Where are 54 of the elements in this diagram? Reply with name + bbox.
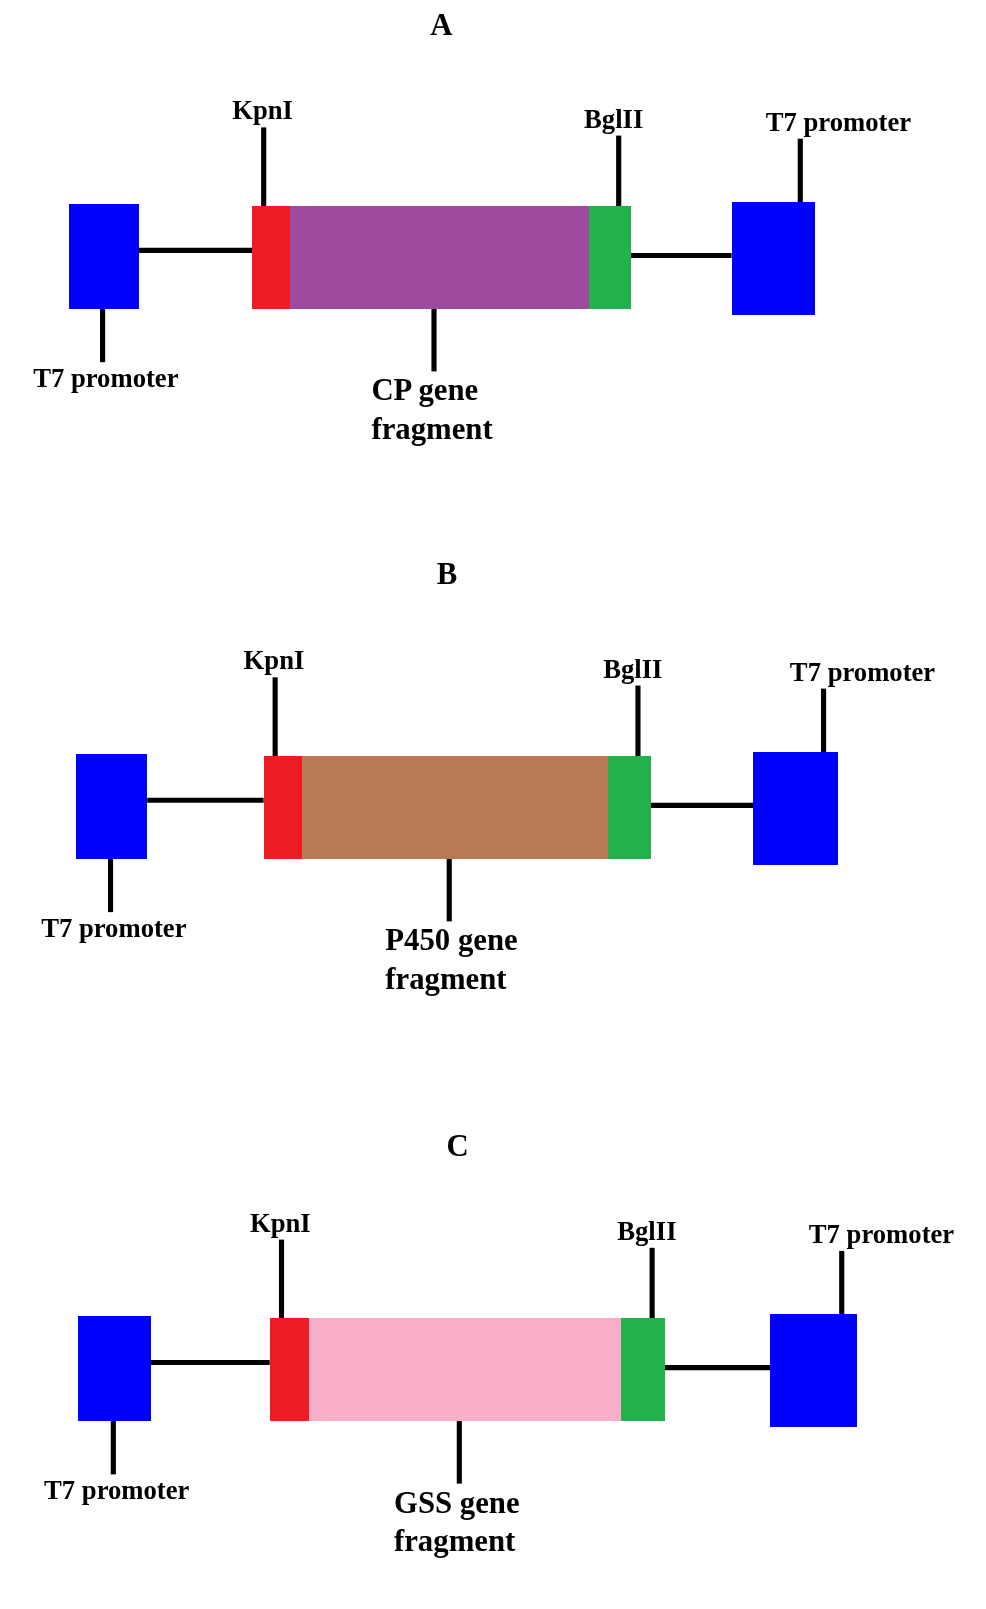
promoter-box: [731, 202, 815, 315]
leader-line: [446, 858, 452, 922]
leader-line: [821, 688, 827, 753]
feature-label: T7 promoter: [765, 105, 912, 139]
feature-label: KpnI: [249, 1206, 311, 1240]
gene-fragment-box: [309, 1318, 622, 1421]
promoter-box: [68, 204, 139, 309]
connector-line: [150, 1360, 270, 1366]
feature-label: T7 promoter: [33, 362, 179, 396]
gene-label: GSS gene fragment: [393, 1483, 574, 1561]
feature-label: T7 promoter: [808, 1217, 955, 1252]
leader-line: [456, 1421, 462, 1484]
feature-label: BglII: [603, 652, 663, 686]
panel-label: A: [430, 7, 453, 45]
panel-label: B: [436, 556, 458, 594]
gene-label: CP gene fragment: [371, 371, 551, 449]
gene-fragment-box: [302, 756, 608, 859]
restriction-site-box: [263, 756, 303, 859]
restriction-site-box: [588, 206, 631, 309]
leader-line: [839, 1250, 845, 1315]
connector-line: [631, 252, 732, 259]
feature-label: BglII: [584, 102, 644, 136]
leader-line: [278, 1239, 285, 1319]
leader-line: [797, 138, 803, 203]
feature-label: KpnI: [232, 94, 293, 128]
restriction-site-box: [607, 756, 651, 859]
restriction-site-box: [269, 1318, 310, 1421]
feature-label: T7 promoter: [789, 655, 936, 689]
connector-line: [665, 1365, 770, 1371]
promoter-box: [753, 752, 839, 865]
leader-line: [616, 135, 622, 207]
gene-fragment-box: [290, 206, 589, 309]
connector-line: [650, 802, 754, 808]
feature-label: T7 promoter: [44, 1474, 190, 1508]
restriction-site-box: [621, 1318, 665, 1421]
promoter-box: [77, 1316, 151, 1421]
feature-label: T7 promoter: [41, 912, 187, 946]
feature-label: KpnI: [243, 644, 305, 678]
leader-line: [272, 677, 278, 757]
leader-line: [635, 685, 641, 757]
leader-line: [261, 127, 267, 207]
leader-line: [110, 1421, 116, 1475]
restriction-site-box: [252, 206, 291, 309]
leader-line: [649, 1247, 655, 1319]
leader-line: [107, 858, 114, 913]
leader-line: [431, 308, 437, 372]
promoter-box: [75, 754, 148, 859]
promoter-box: [769, 1314, 857, 1428]
connector-line: [147, 797, 264, 803]
gene-label: P450 gene fragment: [385, 921, 565, 999]
feature-label: BglII: [617, 1214, 677, 1249]
leader-line: [100, 308, 106, 363]
panel-label: C: [446, 1127, 469, 1165]
connector-line: [138, 247, 253, 253]
